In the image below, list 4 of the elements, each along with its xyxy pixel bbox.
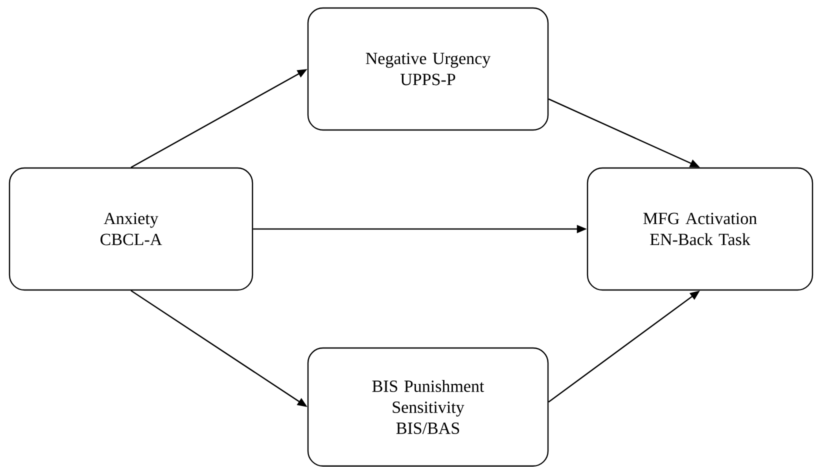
- process-box: MFG Activation EN-Back Task: [586, 167, 814, 291]
- process-box: BIS Punishment Sensitivity BIS/BAS: [307, 347, 549, 467]
- process-box: Negative Urgency UPPS-P: [307, 7, 549, 131]
- process-box: Anxiety CBCL-A: [8, 167, 254, 291]
